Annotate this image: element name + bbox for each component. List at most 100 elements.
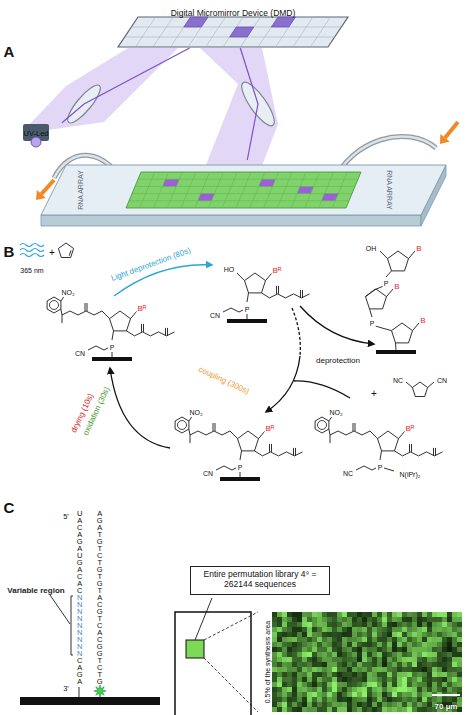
label-holder: Variable region [6,579,65,597]
fluorescence-cell [332,682,337,687]
fluorescence-cell [417,617,422,622]
solid-support [227,319,267,323]
fluorescence-cell [347,637,352,642]
methyl-bond [330,435,331,443]
fluorescence-cell [427,642,432,647]
phosphodiester [386,271,392,277]
fluorescence-cell [362,622,367,627]
fluorescence-cell [457,627,462,632]
fluorescence-cell [347,687,352,692]
fluorescence-cell [307,707,312,712]
fluorescence-cell [407,687,412,692]
fluorescence-cell [322,617,327,622]
fluorescence-cell [412,657,417,662]
fluorescence-cell [312,632,317,637]
fluorescence-cell [317,662,322,667]
methyl-bond [190,435,191,443]
fluorescence-cell [402,612,407,617]
fluorescence-cell [322,622,327,627]
fluorescence-cell [372,687,377,692]
fluorescence-cell [402,697,407,702]
fluorescence-cell [337,687,342,692]
fluorescence-cell [277,642,282,647]
fluorescence-cell [322,692,327,697]
atom-label: Bᴿ [137,304,148,313]
fluorescence-cell [367,652,372,657]
atom-label: Bᴿ [265,424,276,433]
fluorescence-cell [322,612,327,617]
fluorescence-cell [372,647,377,652]
fluorescence-cell [272,642,277,647]
fluorescence-cell [417,672,422,677]
fluorescence-cell [352,672,357,677]
fluorescence-cell [302,647,307,652]
fluorescence-cell [342,632,347,637]
fluorescence-cell [447,647,452,652]
fluorescence-cell [287,692,292,697]
fluorescence-cell [442,657,447,662]
fluorescence-cell [377,667,382,672]
fluorescence-cell [277,692,282,697]
label-holder: deprotection [315,349,361,367]
fluorescence-cell [367,612,372,617]
dmd-plate [118,17,348,47]
fluorescence-cell [327,627,332,632]
cycle-dashed-arrow [292,308,300,356]
fluorescence-cell [277,687,282,692]
fluorescence-cell [392,677,397,682]
fluorescence-cell [372,672,377,677]
fluorescence-cell [347,622,352,627]
fluorescence-cell [417,647,422,652]
fluorescence-cell [382,667,387,672]
fluorescence-cell [302,682,307,687]
fluorescence-cell [407,682,412,687]
fluorescence-cell [432,642,437,647]
label-holder: Bᴿ [137,297,148,315]
fluorescence-cell [342,677,347,682]
fluorescence-cell [407,622,412,627]
atom-label: NC [342,470,354,478]
sequence-column: CAGA [76,657,84,685]
fluorescence-cell [337,647,342,652]
fluorescence-cell [442,632,447,637]
fluorescence-cell [352,662,357,667]
fluorescence-cell [342,662,347,667]
fluorescence-cell [307,662,312,667]
fluorescence-cell [357,662,362,667]
fluorescence-cell [287,667,292,672]
fluorescence-cell [457,632,462,637]
atom-label: Bᴿ [272,266,283,275]
fluorescence-cell [357,652,362,657]
fluorescence-cell [432,672,437,677]
fluorescence-cell [372,642,377,647]
fluorescence-cell [347,632,352,637]
imidazole-ring [412,382,427,397]
fluorescence-cell [357,667,362,672]
fluorescence-cell [402,617,407,622]
c3-bond [112,331,114,340]
fluorescence-cell [387,697,392,702]
synthesis-area [175,612,251,715]
fluorescence-cell [362,617,367,622]
fluorescence-cell [432,697,437,702]
mirror-grid [311,17,331,47]
fluorescence-cell [362,677,367,682]
phosphodiester [370,309,373,317]
fluorescence-cell [457,697,462,702]
fluorescence-cell [457,662,462,667]
fluorescence-cell [287,687,292,692]
fluorescence-cell [412,707,417,712]
cyanoethyl-chain [356,466,376,470]
light-path [62,48,190,123]
fluorescence-cell [437,667,442,672]
fluorescence-cell [382,662,387,667]
c5-bond [230,431,238,439]
fluorescence-cell [432,687,437,692]
atom-label: P [377,464,384,472]
fluorescence-cell [382,697,387,702]
fluorescence-cell [352,657,357,662]
fluorescence-cell [407,652,412,657]
fluorescence-cell [342,657,347,662]
label-holder: + [370,383,378,401]
fluorescence-cell [317,627,322,632]
